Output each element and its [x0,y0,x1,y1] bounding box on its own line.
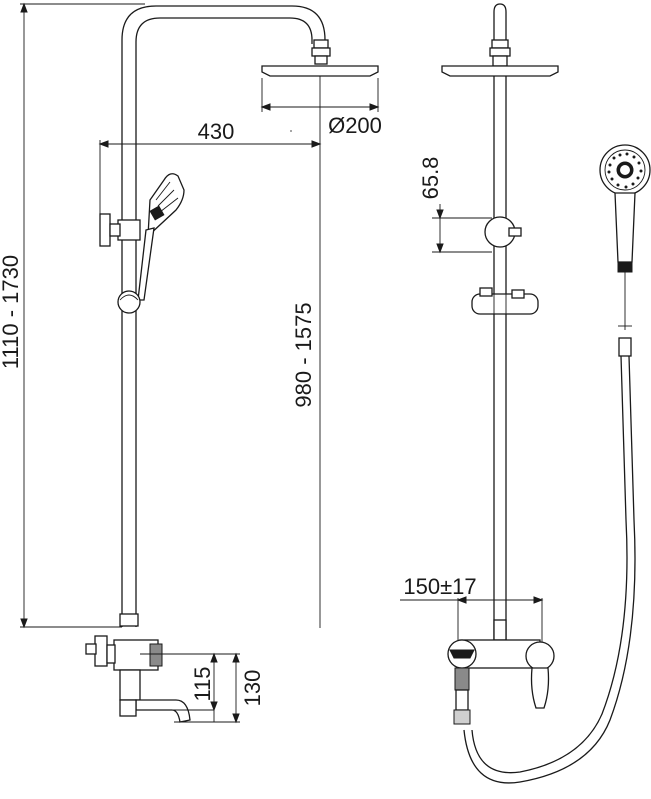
spout-height-label: 115 [190,666,215,701]
hand-shower-side [99,173,185,301]
front-view: 65.8 150±17 [400,3,651,784]
rail-height-label: 980 - 1575 [291,302,316,407]
bracket-offset-dimension: 65.8 [418,157,492,254]
bracket-offset-label: 65.8 [418,157,443,200]
slider-holder-side [117,290,141,314]
dot-mark [290,130,292,132]
rain-shower-head [261,39,379,77]
total-height-dimension: 1110 - 1730 [0,2,145,629]
hand-shower-front [599,144,651,357]
shower-hose [463,355,636,784]
head-diameter-label: Ø200 [328,113,382,138]
slider-holder-front [471,287,539,315]
arm-length-label: 430 [198,119,235,144]
inlet-spacing-label: 150±17 [403,574,476,599]
side-view: 1110 - 1730 Ø200 [0,2,382,724]
arm-length-dimension: 430 [98,119,322,245]
bracket-front [484,216,522,248]
mixer-front [447,619,555,725]
rain-head-front [441,65,559,77]
total-height-label: 1110 - 1730 [0,255,23,369]
riser-pipe [121,5,326,627]
mixer-body-side [85,613,194,723]
spout-total-label: 130 [240,670,265,707]
spout-dimensions: 115 130 [140,652,265,724]
head-diameter-dimension: Ø200 [260,76,382,628]
inlet-spacing-dimension: 150±17 [400,574,544,650]
